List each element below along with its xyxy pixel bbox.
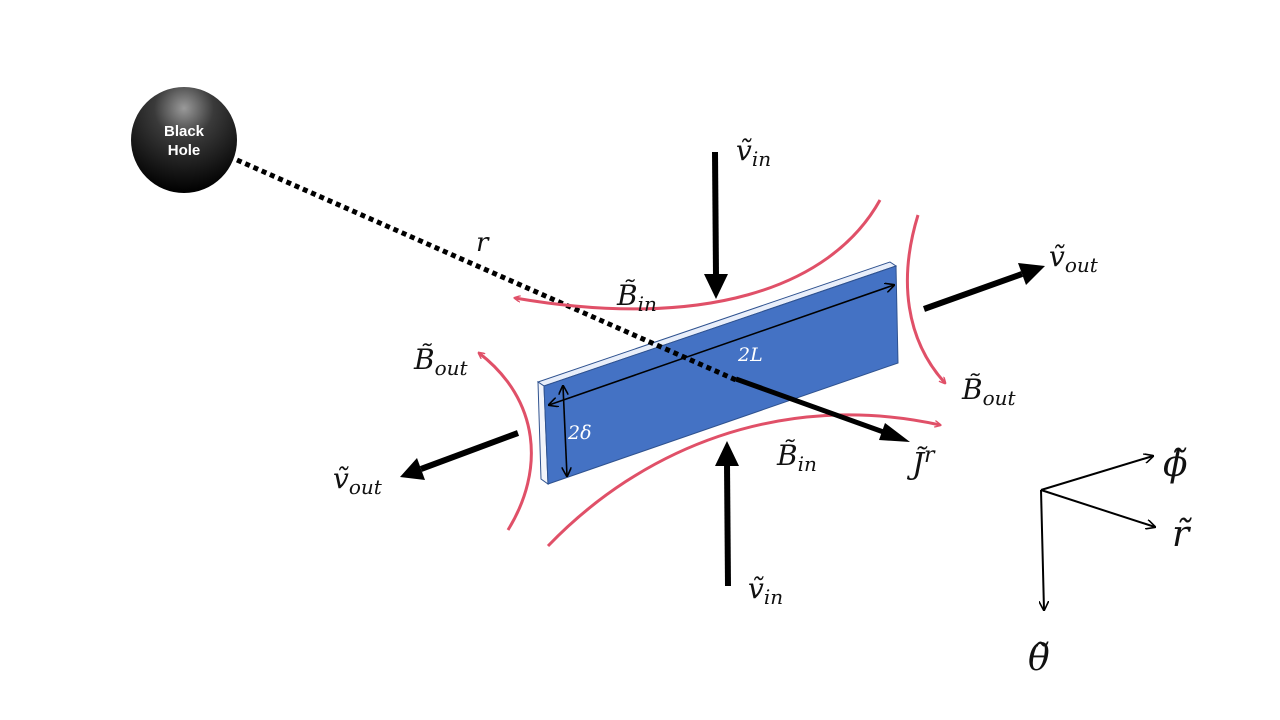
phi-axis xyxy=(1040,456,1153,491)
B-in-bottom-label: B̃in xyxy=(776,439,817,476)
black-hole-sphere xyxy=(131,87,237,193)
black-hole-label-line2: Hole xyxy=(168,142,201,159)
length-label: 2L xyxy=(737,344,763,366)
theta-axis xyxy=(1041,489,1044,610)
v-in-bottom-label: ṽin xyxy=(748,572,783,609)
r-axis xyxy=(1040,489,1155,527)
field-line-out-left xyxy=(479,353,533,531)
radius-line xyxy=(235,157,738,383)
v-out-left-label: ṽout xyxy=(333,462,383,499)
current-arrow xyxy=(735,376,910,442)
coordinate-axes: ϕ̃ r̃ θ̃ xyxy=(1028,444,1192,679)
inflow-arrow-top xyxy=(704,151,728,299)
radius-label: r xyxy=(476,228,490,258)
black-hole-label-line1: Black xyxy=(164,123,205,140)
length-dimension-arrow xyxy=(549,285,894,405)
sheet-front-face xyxy=(543,265,899,485)
thickness-dimension-arrow xyxy=(563,386,567,476)
v-out-right-label: ṽout xyxy=(1049,240,1099,277)
magnetic-field-lines xyxy=(479,199,945,548)
outflow-arrow-right xyxy=(922,263,1045,312)
phi-axis-label: ϕ̃ xyxy=(1163,444,1188,485)
v-in-top-label: ṽin xyxy=(736,134,771,171)
outflow-arrow-left xyxy=(400,430,520,480)
field-line-in-bottom xyxy=(546,413,940,548)
r-axis-label: r̃ xyxy=(1172,514,1192,555)
flow-arrows xyxy=(400,151,1045,587)
current-label: J̃r xyxy=(906,443,936,482)
B-out-right-label: B̃out xyxy=(961,373,1017,410)
thickness-label: 2δ xyxy=(567,422,592,444)
inflow-arrow-bottom xyxy=(715,441,739,587)
B-in-top-label: B̃in xyxy=(616,279,657,316)
B-out-left-label: B̃out xyxy=(413,343,469,380)
black-hole: Black Hole xyxy=(131,87,237,193)
field-line-in-top xyxy=(515,199,882,311)
theta-axis-label: θ̃ xyxy=(1028,638,1050,679)
field-line-out-right xyxy=(905,214,945,383)
